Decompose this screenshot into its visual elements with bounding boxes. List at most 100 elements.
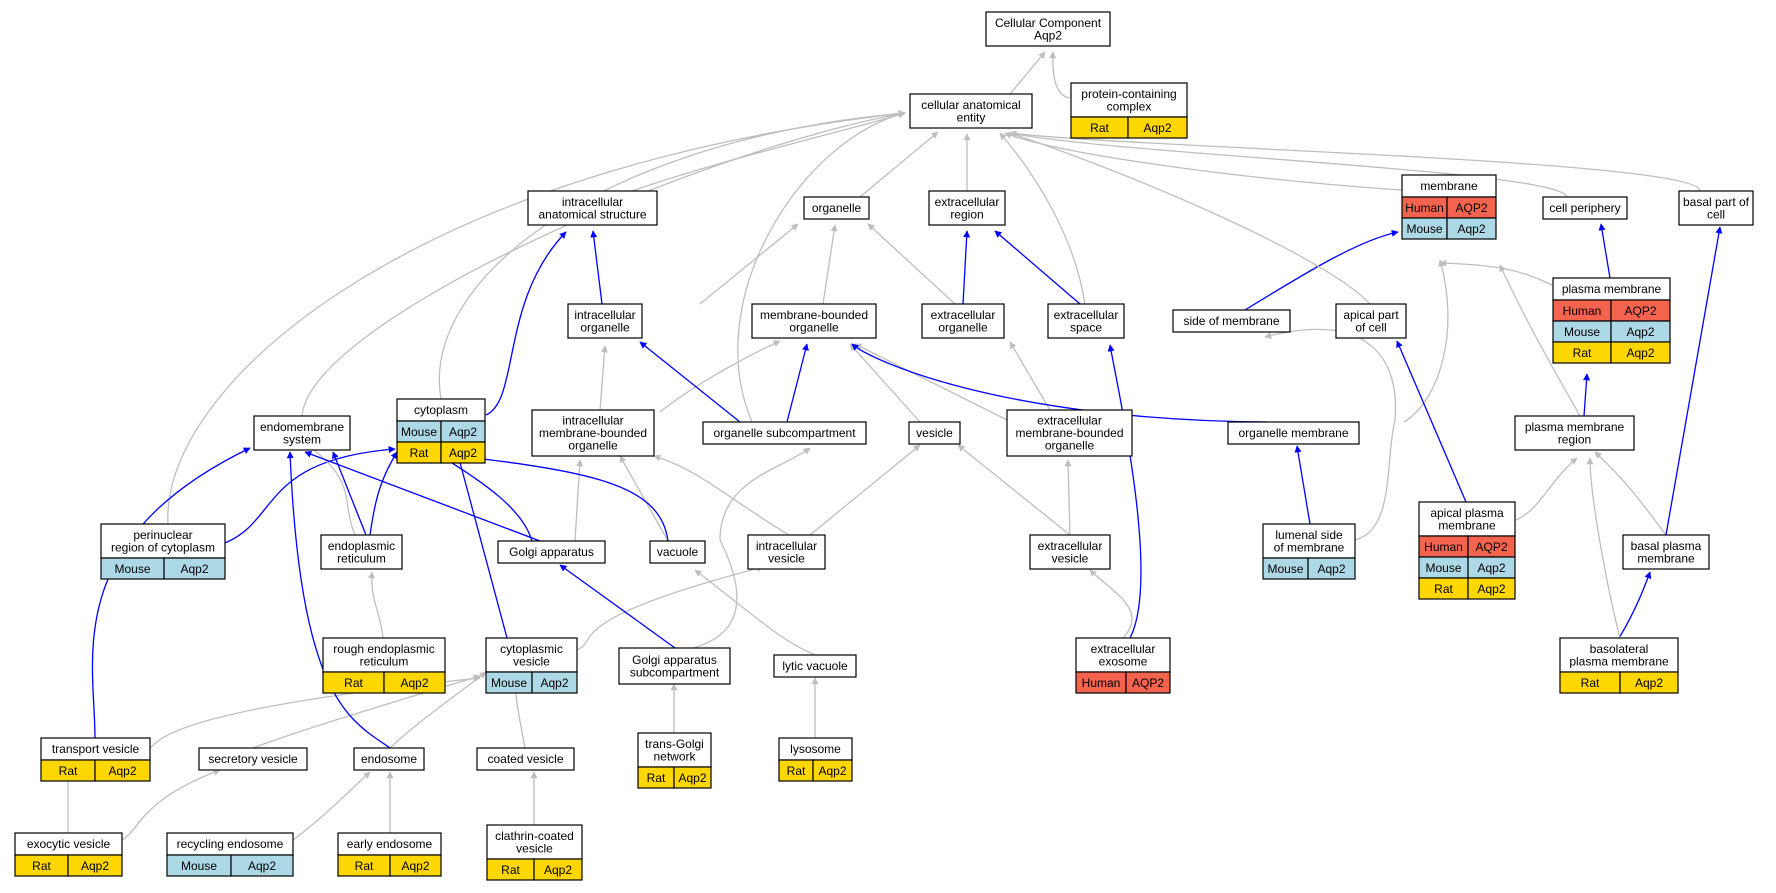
is-a-edge [1009, 341, 1051, 411]
node-label: vesicle [768, 551, 805, 565]
part-of-edge [559, 564, 676, 649]
node-label: intracellular [756, 539, 817, 553]
node-sv[interactable]: secretory vesicle [198, 747, 308, 771]
is-a-edge [1064, 459, 1072, 536]
node-box [253, 415, 351, 451]
node-ves[interactable]: vesicle [908, 421, 961, 445]
node-box [928, 190, 1006, 226]
node-osc[interactable]: organelle subcompartment [702, 421, 867, 445]
node-label: organelle [789, 320, 839, 334]
is-a-edge [659, 340, 781, 413]
node-label: side of membrane [1183, 314, 1279, 328]
node-label: apical part [1343, 308, 1399, 322]
species-label: Rat [59, 764, 78, 778]
node-vac[interactable]: vacuole [649, 540, 706, 564]
node-box [1070, 82, 1188, 118]
is-a-edge [1009, 130, 1701, 192]
part-of-edge [485, 231, 567, 416]
part-of-edge [962, 230, 971, 305]
node-box [198, 747, 308, 771]
gene-cell [812, 759, 853, 782]
node-org[interactable]: organelle [803, 196, 870, 220]
is-a-edge [1049, 51, 1071, 99]
node-som[interactable]: side of membrane [1172, 309, 1291, 333]
node-label: basolateral [1590, 642, 1649, 656]
node-box [773, 654, 857, 678]
node-label: intracellular [562, 195, 623, 209]
node-box [1047, 303, 1125, 339]
node-coat[interactable]: coated vesicle [476, 747, 575, 771]
gene-label: AQP2 [1455, 201, 1487, 215]
node-label: exocytic vesicle [27, 837, 111, 851]
node-om[interactable]: organelle membrane [1227, 421, 1360, 445]
node-label: organelle [1045, 439, 1095, 453]
node-label: extracellular [1054, 308, 1119, 322]
is-a-edge [867, 223, 956, 305]
node-box [100, 523, 226, 559]
node-endo[interactable]: endosome [353, 747, 425, 771]
node-golgi[interactable]: Golgi apparatus [497, 540, 606, 564]
species-label: Mouse [491, 676, 527, 690]
node-label: membrane-bounded [1015, 426, 1123, 440]
gene-cell [531, 671, 578, 694]
species-label: Rat [1581, 676, 1600, 690]
part-of-edge [851, 343, 1268, 423]
node-lv[interactable]: lytic vacuole [773, 654, 857, 678]
is-a-edge [1499, 264, 1581, 417]
gene-cell [673, 766, 712, 789]
species-label: Rat [787, 764, 806, 778]
node-label: rough endoplasmic [333, 642, 434, 656]
node-box [322, 637, 446, 673]
gene-label: Aqp2 [818, 764, 846, 778]
gene-label: Aqp2 [180, 562, 208, 576]
node-label: lysosome [790, 742, 841, 756]
part-of-edge [1294, 445, 1311, 525]
is-a-edge [1515, 457, 1578, 521]
edges-layer [64, 51, 1723, 841]
node-cper[interactable]: cell periphery [1542, 196, 1628, 220]
node-label: trans-Golgi [645, 737, 704, 751]
is-a-edge [1009, 51, 1046, 95]
gene-label: Aqp2 [1635, 676, 1663, 690]
node-box [1227, 421, 1360, 445]
node-label: Golgi apparatus [632, 653, 717, 667]
node-box [908, 421, 961, 445]
